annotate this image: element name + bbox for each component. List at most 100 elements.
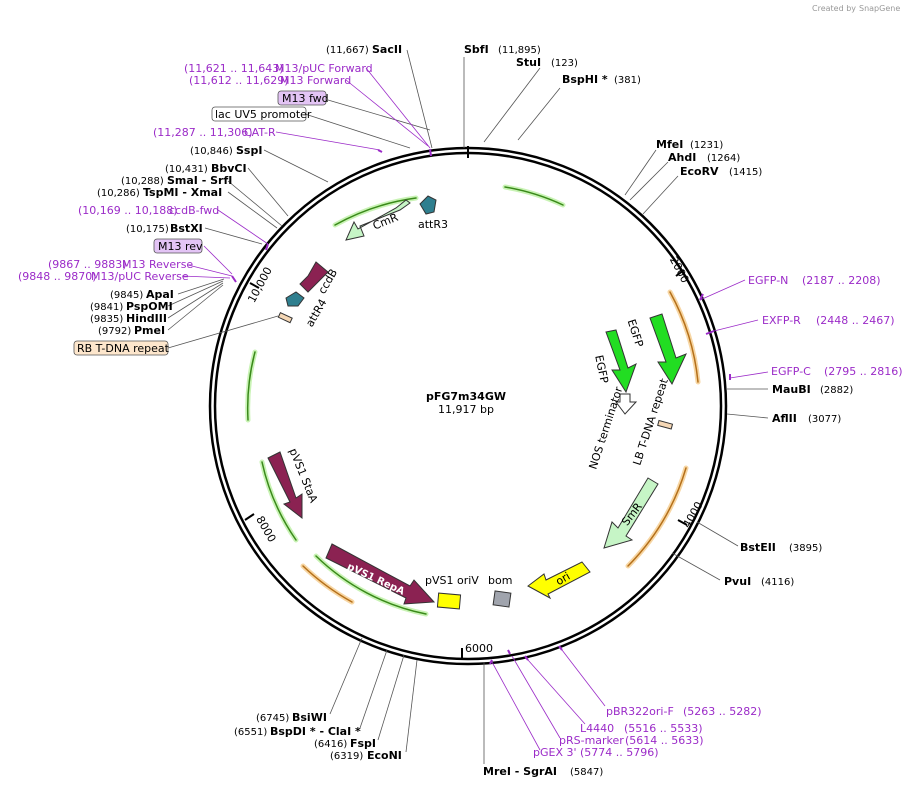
site-hindiii: HindIII [126,312,167,325]
site-pos-bsphi: (381) [614,75,641,86]
primer-cat-r: CAT-R [244,126,276,139]
site-apai: ApaI [146,288,174,301]
primer-pbr322ori-f: pBR322ori-F [606,705,674,718]
attr3-label: attR3 [418,218,448,231]
pvs1-oriv-label: pVS1 oriV [425,574,479,587]
primer-pos-m13puc-rev: (9848 .. 9870) [18,270,97,283]
site-pos-bspdi: (6551) [234,727,267,738]
site-pspomi: PspOMI [126,300,173,313]
lb-tdna-label: LB T-DNA repeat [630,376,671,467]
site-pos-smai: (10,288) [121,176,164,187]
site-pos-hindiii: (9835) [90,314,123,325]
primer-pos-cat-r: (11,287 .. 11,306) [153,126,253,139]
egfp-label-2: EGFP [625,318,646,349]
plasmid-name: pFG7m34GW [426,390,506,403]
m13-fwd-box: M13 fwd [277,90,329,106]
site-econi: EcoNI [367,749,402,762]
m13-rev-box: M13 rev [153,238,203,254]
pvs1-oriv: pVS1 oriV [425,574,479,610]
site-bsteii: BstEII [740,541,776,554]
site-ahdi: AhdI [668,151,696,164]
site-labels: (11,667) SacII SbfI (11,895) StuI (123) … [90,43,853,778]
primer-pos-pgex3: (5774 .. 5796) [580,746,659,759]
ori-feature: ori [527,561,591,600]
primer-pos-pbr322ori-f: (5263 .. 5282) [683,705,762,718]
site-smai-srfi: SmaI - SrfI [167,174,232,187]
primer-exfp-r: EXFP-R [762,314,801,327]
egfp-label-1: EGFP [592,354,611,385]
site-mrei-sgrai: MreI - SgrAI [483,765,557,778]
primer-pos-m13-fwd: (11,612 .. 11,629) [189,74,289,87]
cmr-label: CmR [371,211,400,233]
ccdb-feature: ccdB [299,261,340,296]
nos-terminator: NOS terminator [586,385,638,471]
primer-m13-fwd: M13 Forward [280,74,351,87]
site-pos-bbvci: (10,431) [165,164,208,175]
rb-tdna-label: RB T-DNA repeat [77,342,170,355]
lac-uv5-box: lac UV5 promoter [211,106,312,122]
nos-label: NOS terminator [586,385,625,471]
site-sbfi: SbfI [464,43,489,56]
site-stui: StuI [516,56,541,69]
attr4-label: attR4 [303,297,329,329]
primer-pos-prs-marker: (5614 .. 5633) [625,734,704,747]
site-pos-bsteii: (3895) [789,543,822,554]
site-pos-aflii: (3077) [808,414,841,425]
bom-feature: bom [488,574,512,608]
scale-ticks [244,146,688,660]
primer-pos-ccdb-fwd: (10,169 .. 10,188) [78,204,178,217]
site-sacii: SacII [372,43,402,56]
site-pos-bstxi: (10,175) [126,224,169,235]
primer-m13puc-rev: M13/pUC Reverse [91,270,189,283]
site-pos-pmei: (9792) [98,326,131,337]
site-pos-fspi: (6416) [314,739,347,750]
attr3-feature: attR3 [418,195,448,231]
primer-pos-egfp-c: (2795 .. 2816) [824,365,903,378]
site-tspmi-xmai: TspMI - XmaI [143,186,222,199]
site-pos-maubi: (2882) [820,385,853,396]
site-bsphi: BspHI * [562,73,608,86]
orf-arcs [245,184,566,617]
site-bsiwi: BsiWI [292,711,327,724]
site-pos-econi: (6319) [330,751,363,762]
primer-egfp-c: EGFP-C [771,365,811,378]
snapgene-logo: SnapGene [859,4,900,13]
site-pvui: PvuI [724,575,751,588]
orange-arcs [300,289,701,605]
site-pos-mfei: (1231) [690,140,723,151]
primer-pos-egfp-n: (2187 .. 2208) [802,274,881,287]
site-pos-ahdi: (1264) [707,153,740,164]
site-ecorv: EcoRV [680,165,719,178]
primer-egfp-n: EGFP-N [748,274,788,287]
site-bspdi-clai: BspDI * - ClaI * [270,725,361,738]
primer-pgex3: pGEX 3' [533,746,577,759]
primer-m13puc-fwd: M13/pUC Forward [275,62,373,75]
site-pos-sbfi: (11,895) [498,45,541,56]
site-bstxi: BstXI [170,222,203,235]
site-pos-sacii: (11,667) [326,45,369,56]
ori-label: ori [554,570,573,588]
egfp-feature-1: EGFP EGFP [592,313,687,394]
rb-tdna-marker [277,311,293,324]
primer-leaders [181,67,769,751]
site-pos-pvui: (4116) [761,577,794,588]
site-pos-tspmi: (10,286) [97,188,140,199]
plasmid-size: 11,917 bp [438,403,494,416]
site-bbvci: BbvCI [211,162,247,175]
site-pos-bsiwi: (6745) [256,713,289,724]
primer-pos-m13puc-fwd: (11,621 .. 11,643) [184,62,284,75]
bom-label: bom [488,574,512,587]
primer-ccdb-fwd: ccdB-fwd [169,204,219,217]
primer-marks [231,148,731,665]
tick-label-6000: 6000 [465,642,493,655]
primer-l4440: L4440 [580,722,614,735]
site-mfei: MfeI [656,138,683,151]
primer-pos-m13-rev: (9867 .. 9883) [48,258,127,271]
primer-prs-marker: pRS-marker [559,734,624,747]
m13-fwd-label: M13 fwd [282,92,329,105]
site-sspi: SspI [236,144,262,157]
lac-uv5-label: lac UV5 promoter [215,108,312,121]
primer-m13-rev: M13 Reverse [122,258,193,271]
site-aflii: AflII [772,412,797,425]
